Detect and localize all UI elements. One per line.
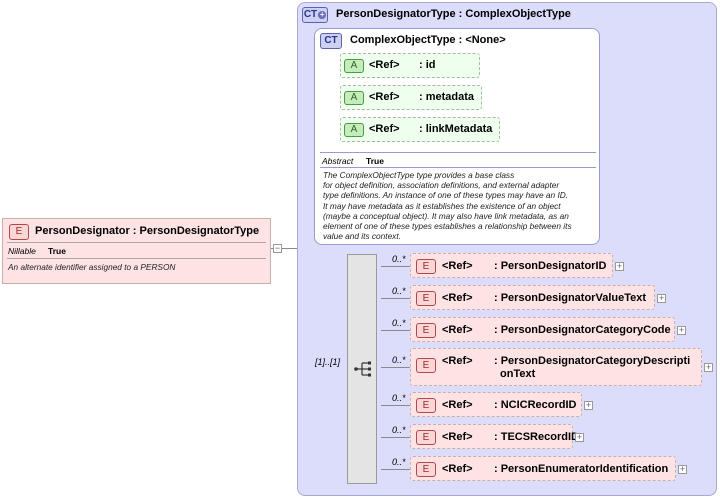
attribute-ref: <Ref> (369, 123, 400, 135)
child-element-box[interactable]: E <Ref> : PersonDesignatorCategoryDescri… (410, 348, 702, 386)
element-name: : PersonDesignatorCategoryDescripti (494, 355, 691, 367)
attribute-linkmetadata[interactable]: A <Ref> : linkMetadata (340, 117, 500, 142)
attribute-badge: A (344, 91, 364, 105)
element-name: : PersonEnumeratorIdentification (494, 463, 669, 475)
connector-element (381, 266, 410, 267)
element-badge: E (9, 224, 29, 240)
sequence-cardinality: [1]..[1] (315, 357, 341, 367)
connector-element (381, 469, 410, 470)
attribute-name: : linkMetadata (419, 123, 493, 135)
complex-type-badge: CT (320, 33, 342, 49)
description-line: element of one of these types establishe… (323, 221, 572, 232)
divider (7, 242, 266, 243)
root-element-description: An alternate identifier assigned to a PE… (8, 262, 176, 272)
attribute-badge: A (344, 59, 364, 73)
attribute-id[interactable]: A <Ref> : id (340, 53, 480, 78)
element-ref: <Ref> (442, 399, 473, 411)
element-name: : PersonDesignatorValueText (494, 292, 647, 304)
connector-element (381, 437, 410, 438)
divider (320, 152, 596, 153)
collapse-toggle[interactable]: − (273, 243, 282, 253)
expand-toggle[interactable]: + (677, 325, 686, 335)
attribute-name: : id (419, 59, 436, 71)
element-ref: <Ref> (442, 463, 473, 475)
root-element-box[interactable]: E PersonDesignator : PersonDesignatorTyp… (2, 218, 271, 284)
element-cardinality: 0..* (392, 355, 406, 365)
element-name: : TECSRecordID (494, 431, 579, 443)
element-badge: E (416, 430, 436, 445)
element-badge: E (416, 291, 436, 306)
attribute-badge: A (344, 123, 364, 137)
divider (320, 167, 596, 168)
element-badge: E (416, 358, 436, 373)
element-ref: <Ref> (442, 292, 473, 304)
child-element-box[interactable]: E <Ref> : PersonDesignatorID (410, 253, 613, 278)
element-name-continued: onText (500, 368, 536, 380)
description-line: It may have metadata as it establishes t… (323, 200, 561, 211)
abstract-value: True (366, 156, 384, 166)
attribute-ref: <Ref> (369, 59, 400, 71)
element-name: : PersonDesignatorID (494, 260, 607, 272)
description-line: for object definition, association defin… (323, 180, 560, 191)
element-ref: <Ref> (442, 431, 473, 443)
connector-element (381, 367, 410, 368)
root-element-name: PersonDesignator : PersonDesignatorType (35, 225, 260, 237)
expand-toggle[interactable]: + (678, 464, 687, 474)
connector-element (381, 330, 410, 331)
nillable-value: True (48, 246, 66, 256)
element-cardinality: 0..* (392, 393, 406, 403)
expand-toggle[interactable]: + (575, 432, 584, 442)
attribute-metadata[interactable]: A <Ref> : metadata (340, 85, 482, 110)
expand-toggle[interactable]: + (657, 293, 666, 303)
inner-type-description: The ComplexObjectType type provides a ba… (323, 170, 598, 241)
element-badge: E (416, 323, 436, 338)
abstract-label: Abstract (322, 156, 354, 166)
nillable-label: Nillable (8, 246, 36, 256)
connector-element (381, 298, 410, 299)
sequence-compositor[interactable] (347, 254, 377, 484)
element-ref: <Ref> (442, 355, 473, 367)
element-name: : NCICRecordID (494, 399, 577, 411)
description-line: (maybe a conceptual object). It may also… (323, 210, 569, 221)
attribute-ref: <Ref> (369, 91, 400, 103)
element-cardinality: 0..* (392, 318, 406, 328)
outer-type-name: PersonDesignatorType : ComplexObjectType (336, 8, 571, 20)
child-element-box[interactable]: E <Ref> : PersonEnumeratorIdentification (410, 456, 676, 481)
child-element-box[interactable]: E <Ref> : PersonDesignatorValueText (410, 285, 655, 310)
attribute-name: : metadata (419, 91, 475, 103)
element-badge: E (416, 398, 436, 413)
description-line: type definitions. An instance of one of … (323, 190, 569, 201)
child-element-box[interactable]: E <Ref> : NCICRecordID (410, 392, 582, 417)
inner-type-name: ComplexObjectType : <None> (350, 34, 506, 46)
description-line: The ComplexObjectType type provides a ba… (323, 170, 515, 180)
expand-toggle[interactable]: + (704, 362, 713, 372)
element-ref: <Ref> (442, 324, 473, 336)
divider (7, 258, 266, 259)
element-badge: E (416, 259, 436, 274)
child-element-box[interactable]: E <Ref> : PersonDesignatorCategoryCode (410, 317, 675, 342)
element-cardinality: 0..* (392, 425, 406, 435)
description-line: value and its context. (323, 231, 401, 242)
connector-root-outer (270, 248, 310, 249)
complex-type-extension-badge: CT+ (302, 7, 328, 23)
child-element-box[interactable]: E <Ref> : TECSRecordID (410, 424, 579, 449)
element-cardinality: 0..* (392, 286, 406, 296)
element-cardinality: 0..* (392, 254, 406, 264)
sequence-icon (354, 361, 371, 377)
expand-toggle[interactable]: + (615, 261, 624, 271)
element-badge: E (416, 462, 436, 477)
connector-element (381, 405, 410, 406)
expand-toggle[interactable]: + (584, 400, 593, 410)
element-name: : PersonDesignatorCategoryCode (494, 324, 671, 336)
element-ref: <Ref> (442, 260, 473, 272)
element-cardinality: 0..* (392, 457, 406, 467)
